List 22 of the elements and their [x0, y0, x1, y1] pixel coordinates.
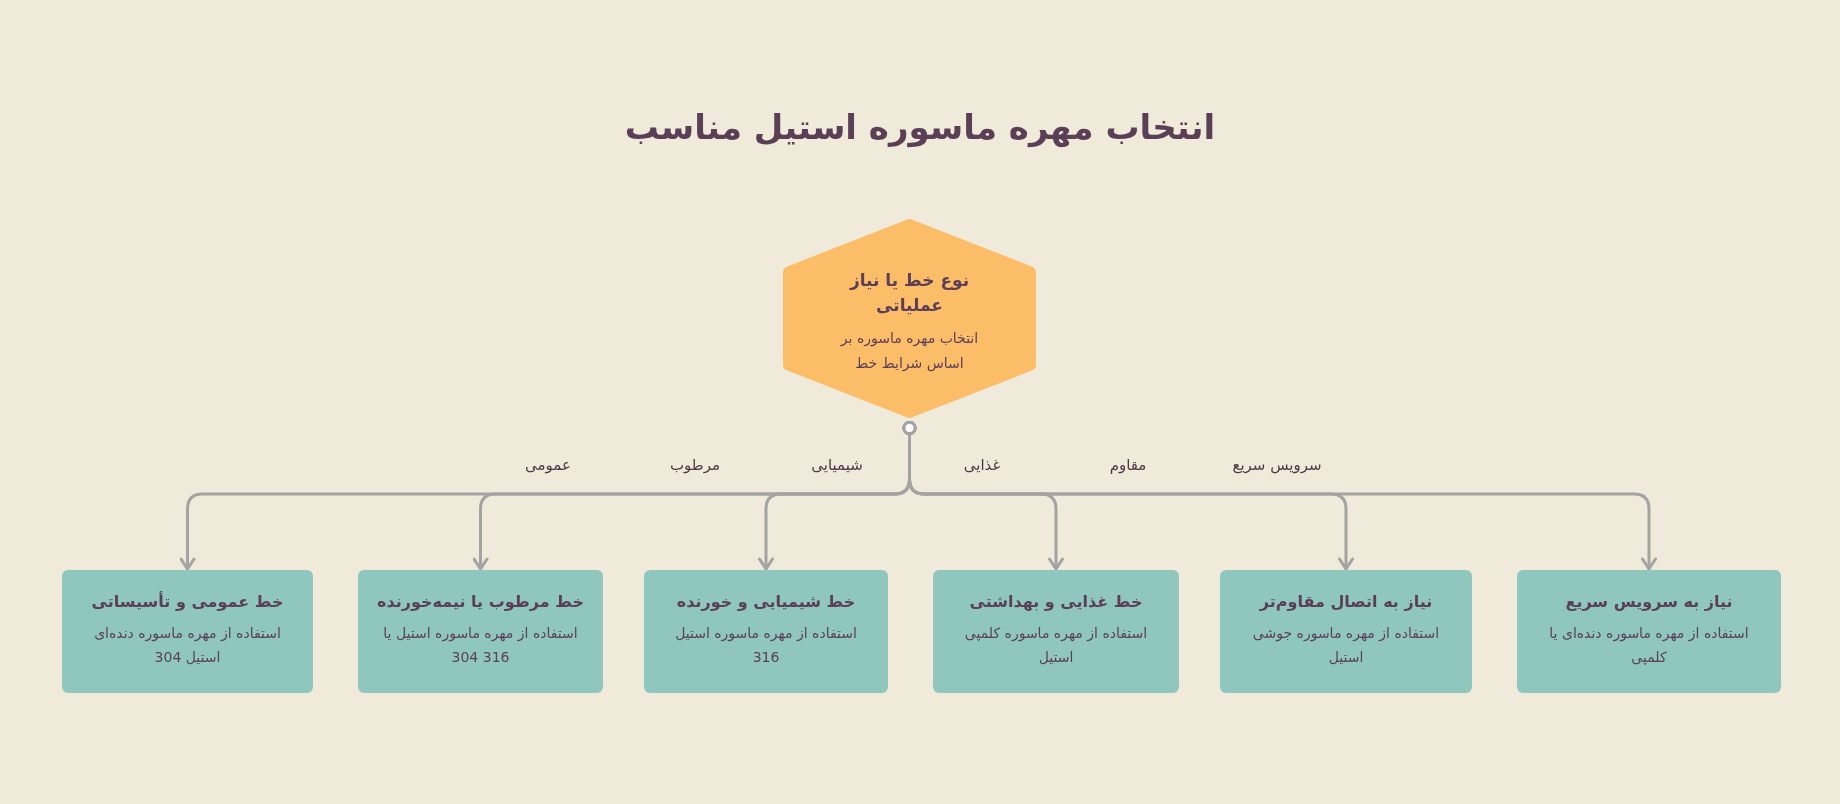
- node-description: استفاده از مهره ماسوره کلمپی استیل: [963, 623, 1149, 667]
- node-title: نوع خط یا نیاز عملیاتی: [848, 268, 971, 317]
- process-box: [644, 570, 888, 693]
- node-title: خط غذایی و بهداشتی: [969, 590, 1143, 613]
- process-box: [1517, 570, 1781, 693]
- node-description: استفاده از مهره ماسوره استیل 316: [674, 623, 858, 667]
- diagram-title: انتخاب مهره ماسوره استیل مناسب: [624, 106, 1216, 150]
- node-description: استفاده از مهره ماسوره دنده‌ای استیل 304: [93, 623, 282, 667]
- node-description: انتخاب مهره ماسوره بر اساس شرایط خط: [839, 328, 980, 374]
- process-box: [933, 570, 1179, 693]
- process-box: [62, 570, 313, 693]
- node-title: نیاز به سرویس سریع: [1565, 590, 1733, 613]
- hexagon-node: [783, 218, 1036, 419]
- node-title: خط مرطوب یا نیمه‌خورنده: [377, 590, 584, 613]
- node-title: نیاز به اتصال مقاوم‌تر: [1259, 590, 1433, 613]
- node-title: خط عمومی و تأسیساتی: [91, 590, 284, 613]
- node-title: خط شیمیایی و خورنده: [676, 590, 856, 613]
- node-description: استفاده از مهره ماسوره استیل یا 316 304: [382, 623, 579, 667]
- node-description: استفاده از مهره ماسوره جوشی استیل: [1251, 623, 1441, 667]
- process-box: [358, 570, 603, 693]
- process-box: [1220, 570, 1472, 693]
- node-description: استفاده از مهره ماسوره دنده‌ای یا کلمپی: [1548, 623, 1750, 667]
